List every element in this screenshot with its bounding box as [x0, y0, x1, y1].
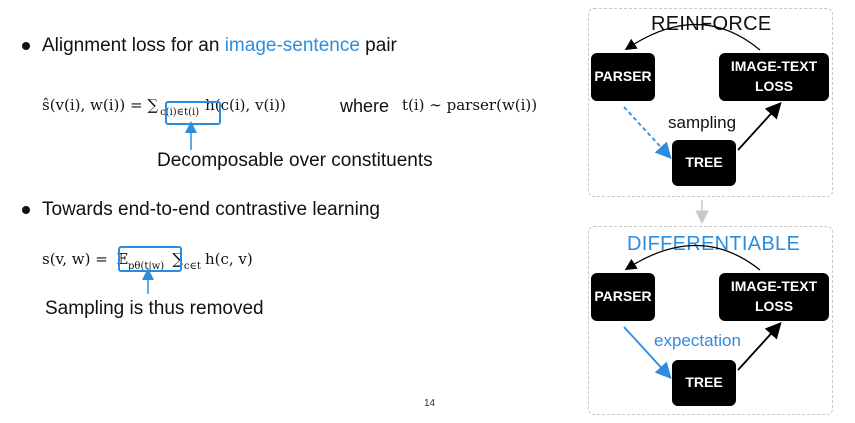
bullet1-suffix: pair [359, 35, 397, 56]
caption-decomposable: Decomposable over constituents [157, 150, 433, 171]
eq1-sum-subscript: c(i)∈t(i) [160, 107, 200, 118]
bullet-alignment-loss: Alignment loss for an image-sentence pai… [42, 35, 397, 57]
bullet1-highlight: image-sentence [224, 35, 360, 56]
node-image-text-loss-top: IMAGE-TEXT LOSS [719, 53, 829, 101]
top-parser-to-tree-arrow [623, 106, 672, 159]
bullet-point-1 [22, 42, 30, 50]
node-loss-top-line1: IMAGE-TEXT [730, 58, 818, 75]
node-loss-bottom-line1: IMAGE-TEXT [730, 278, 818, 295]
equation-alignment-loss: ŝ(v(i), w(i)) = ∑c(i)∈t(i) h(c(i), v(i)) [42, 96, 286, 118]
page-number: 14 [424, 398, 436, 409]
eq2-sum: ∑ [172, 250, 183, 268]
bottom-tree-to-loss-arrow [737, 322, 782, 371]
caption-sampling-removed: Sampling is thus removed [45, 298, 264, 319]
eq1-rhs: h(c(i), v(i)) [205, 96, 286, 114]
node-loss-top-line2: LOSS [754, 78, 794, 94]
panel-differentiable [588, 226, 833, 415]
node-parser-top-label: PARSER [594, 68, 652, 85]
edge-label-expectation: expectation [654, 331, 741, 350]
bullet-point-2 [22, 206, 30, 214]
edge-label-sampling: sampling [668, 113, 737, 132]
eq2-expect: 𝔼 [116, 250, 129, 268]
node-parser-top: PARSER [591, 53, 655, 101]
node-tree-top: TREE [672, 140, 736, 186]
eq2-expect-subscript: pθ(t|w) [128, 261, 165, 272]
top-tree-to-loss-arrow [737, 102, 782, 151]
panel-reinforce-title: REINFORCE [651, 13, 772, 35]
panel-reinforce [588, 8, 833, 197]
bullet1-prefix: Alignment loss for an [42, 35, 225, 56]
bottom-parser-to-tree-arrow [623, 326, 672, 379]
node-image-text-loss-bottom: IMAGE-TEXT LOSS [719, 273, 829, 321]
eq2-sum-subscript: c∈t [183, 261, 201, 272]
node-tree-top-label: TREE [685, 154, 723, 171]
bottom-loss-to-parser-arc [624, 244, 761, 271]
eq1-lhs: ŝ(v(i), w(i)) = ∑ [42, 96, 159, 114]
node-parser-bottom-label: PARSER [594, 288, 652, 305]
node-tree-bottom: TREE [672, 360, 736, 406]
node-loss-bottom-line2: LOSS [754, 298, 794, 314]
bullet-end-to-end: Towards end-to-end contrastive learning [42, 199, 380, 220]
eq2-lhs: s(v, w) = [42, 250, 113, 268]
node-tree-bottom-label: TREE [685, 374, 723, 391]
node-parser-bottom: PARSER [591, 273, 655, 321]
eq1-where-word: where [340, 96, 390, 116]
eq1-condition: t(i) ∼ parser(w(i)) [402, 96, 538, 114]
top-loss-to-parser-arc [624, 23, 761, 51]
eq2-rhs: h(c, v) [204, 250, 253, 268]
